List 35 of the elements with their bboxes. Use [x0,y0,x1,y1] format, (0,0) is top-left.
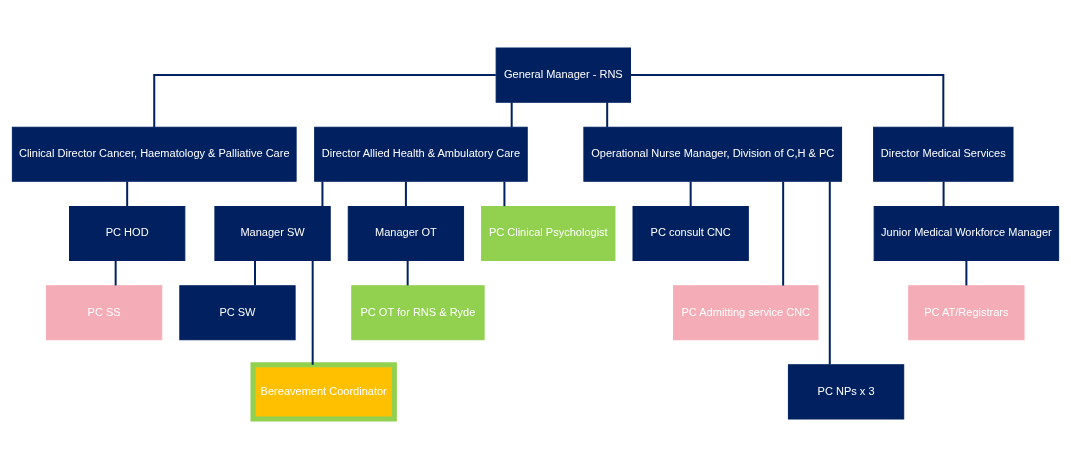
connector [126,181,129,207]
connector [606,102,609,127]
node-box: PC SS [45,285,163,341]
node-box: PC SW [179,285,296,341]
node-box: Clinical Director Cancer, Haematology & Palliative Care [11,126,297,182]
node-box: Director Allied Health & Ambulatory Care [314,126,528,182]
connector [503,181,506,207]
connector [689,181,692,207]
node-box: Manager OT [347,205,465,262]
node-box: Director Medical Services [873,126,1014,182]
connector [782,181,785,286]
node-box: Manager SW [214,205,331,262]
node-box: PC Clinical Psychologist [481,205,616,262]
node-box: PC HOD [69,205,186,262]
node-box: PC AT/Registrars [908,285,1025,341]
node-box: PC Admitting service CNC [673,285,819,341]
node-box: Bereavement Coordinator [250,362,397,422]
connector [153,74,496,128]
connector [114,260,117,286]
connector [254,260,256,286]
connector [942,181,945,207]
connector [828,181,831,365]
node-box: Operational Nurse Manager, Division of C,H & PC [583,126,843,182]
connector [510,102,513,127]
node-box: PC OT for RNS & Ryde [351,285,485,341]
connector [406,260,409,286]
node-box: PC NPs x 3 [787,364,905,420]
node-box: General Manager - RNS [495,47,631,103]
connector [321,181,324,207]
node-box: PC consult CNC [632,205,749,262]
connector [311,260,314,365]
connector [630,74,945,128]
connector [965,260,968,286]
connector [404,181,407,207]
node-box: Junior Medical Workforce Manager [873,205,1060,262]
